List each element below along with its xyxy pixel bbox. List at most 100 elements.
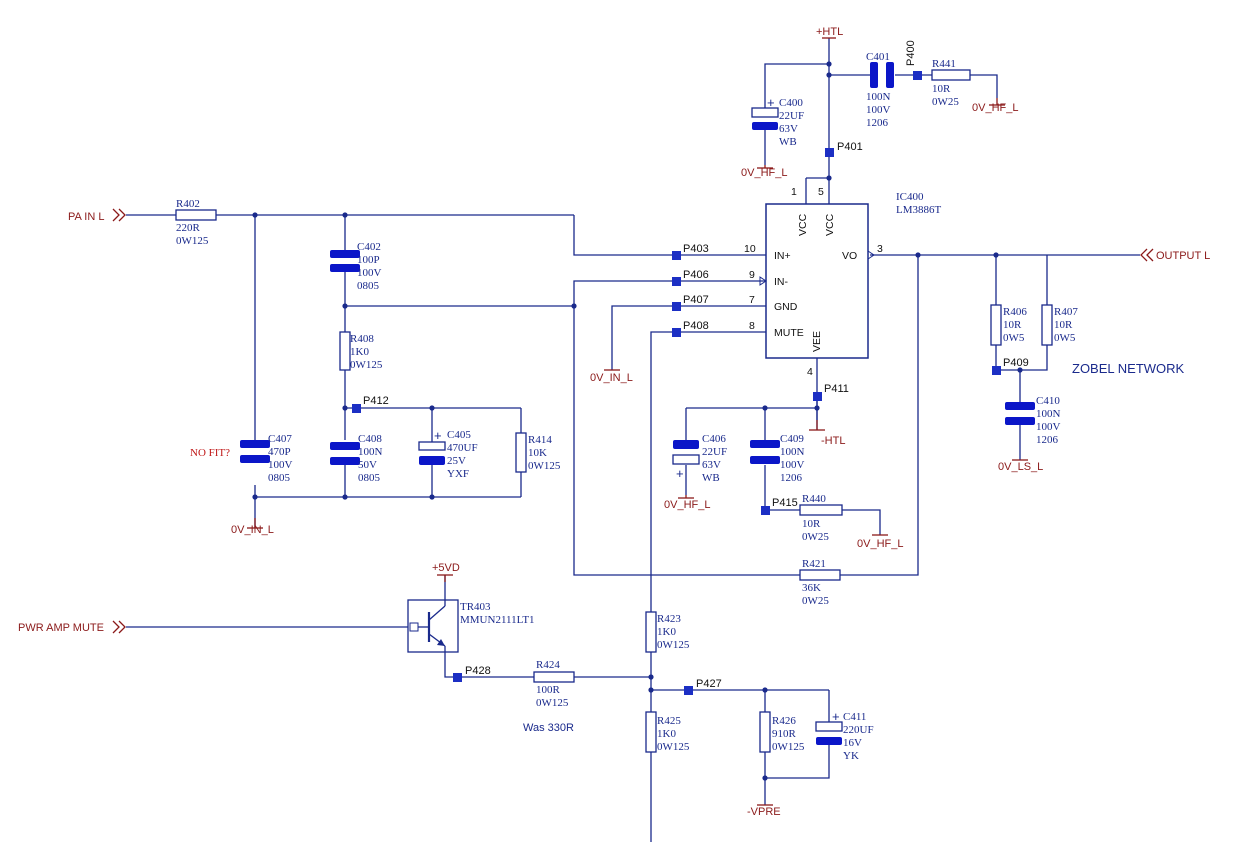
pin-number-1: 1 bbox=[791, 186, 797, 198]
r406-value: 10R bbox=[1003, 319, 1022, 331]
r426-value: 910R bbox=[772, 728, 797, 740]
pad-p415[interactable]: P415 bbox=[761, 497, 798, 515]
p411-label: P411 bbox=[824, 383, 849, 395]
resistor-r426[interactable]: R426 910R 0W125 bbox=[759, 711, 805, 753]
resistor-r406[interactable]: R406 10R 0W5 bbox=[990, 304, 1027, 346]
capacitor-c401[interactable]: C401 100N 100V 1206 bbox=[866, 51, 894, 129]
pad-p409[interactable]: P409 bbox=[992, 357, 1029, 375]
ic400-part: LM3886T bbox=[896, 204, 942, 216]
pad-p400[interactable]: P400 bbox=[905, 40, 922, 80]
transistor-tr403[interactable]: TR403 MMUN2111LT1 bbox=[407, 599, 535, 653]
resistor-r424[interactable]: R424 100R 0W125 bbox=[533, 659, 575, 709]
pin-number-9: 9 bbox=[749, 269, 755, 281]
r440-ref: R440 bbox=[802, 493, 826, 505]
power-htl-neg: -HTL bbox=[809, 420, 845, 447]
pin-number-8: 8 bbox=[749, 320, 755, 332]
c400-series: WB bbox=[779, 136, 797, 148]
c407-voltage: 100V bbox=[268, 459, 293, 471]
capacitor-c406[interactable]: + C406 22UF 63V WB bbox=[672, 433, 727, 484]
r407-value: 10R bbox=[1054, 319, 1073, 331]
r402-power: 0W125 bbox=[176, 235, 209, 247]
port-pwr-amp-mute[interactable]: PWR AMP MUTE bbox=[18, 620, 126, 634]
resistor-r408[interactable]: R408 1K0 0W125 bbox=[339, 331, 383, 371]
c400-ref: C400 bbox=[779, 97, 803, 109]
power-vpre: -VPRE bbox=[747, 804, 781, 818]
in-c407-label: 0V_IN_L bbox=[231, 524, 274, 536]
resistor-r441[interactable]: R441 10R 0W25 bbox=[931, 58, 971, 108]
r440-value: 10R bbox=[802, 518, 821, 530]
c407-ref: C407 bbox=[268, 433, 292, 445]
c401-package: 1206 bbox=[866, 117, 889, 129]
hf-c400-label: 0V_HF_L bbox=[741, 167, 787, 179]
vpre-label: -VPRE bbox=[747, 806, 781, 818]
capacitor-c408[interactable]: C408 100N 50V 0805 bbox=[330, 433, 383, 484]
hf-top-label: 0V_HF_L bbox=[972, 102, 1018, 114]
r408-power: 0W125 bbox=[350, 359, 383, 371]
r414-ref: R414 bbox=[528, 434, 552, 446]
resistor-r440[interactable]: R440 10R 0W25 bbox=[799, 493, 843, 543]
gnd-hf-c406: 0V_HF_L bbox=[664, 495, 710, 511]
gnd-in: 0V_IN_L bbox=[590, 369, 633, 384]
pad-p412[interactable]: P412 bbox=[352, 395, 389, 413]
htl-pos-label: +HTL bbox=[816, 26, 843, 38]
resistor-r414[interactable]: R414 10K 0W125 bbox=[515, 432, 561, 473]
resistor-r425[interactable]: R425 1K0 0W125 bbox=[645, 711, 690, 753]
hf-r440-label: 0V_HF_L bbox=[857, 538, 903, 550]
capacitor-c407[interactable]: C407 470P 100V 0805 bbox=[240, 433, 293, 484]
pin-number-5: 5 bbox=[818, 186, 824, 198]
capacitor-c405[interactable]: + C405 470UF 25V YXF bbox=[418, 428, 478, 480]
c406-plus-icon: + bbox=[676, 466, 684, 481]
c409-value: 100N bbox=[780, 446, 805, 458]
r441-value: 10R bbox=[932, 83, 951, 95]
capacitor-c402[interactable]: C402 100P 100V 0805 bbox=[330, 241, 382, 292]
resistor-r423[interactable]: R423 1K0 0W125 bbox=[645, 611, 690, 653]
ic400[interactable]: IC400 LM3886T VCC VCC IN+ IN- GND MUTE V… bbox=[744, 186, 942, 378]
pad-p408[interactable]: P408 bbox=[672, 320, 709, 337]
c402-ref: C402 bbox=[357, 241, 381, 253]
pad-p407[interactable]: P407 bbox=[672, 294, 709, 311]
hf-c406-label: 0V_HF_L bbox=[664, 499, 710, 511]
ls-label: 0V_LS_L bbox=[998, 461, 1043, 473]
pad-p406[interactable]: P406 bbox=[672, 269, 709, 286]
pin-label-mute: MUTE bbox=[774, 327, 804, 339]
pad-p411[interactable]: P411 bbox=[813, 383, 849, 401]
p412-label: P412 bbox=[363, 395, 389, 407]
pin-label-vcc1: VCC bbox=[797, 213, 809, 236]
junctions bbox=[252, 61, 1023, 781]
pad-p427[interactable]: P427 bbox=[684, 678, 722, 695]
p406-label: P406 bbox=[683, 269, 709, 281]
was-note: Was 330R bbox=[523, 722, 574, 734]
p415-label: P415 bbox=[772, 497, 798, 509]
c401-ref: C401 bbox=[866, 51, 890, 63]
c406-series: WB bbox=[702, 472, 720, 484]
port-pa-in[interactable]: PA IN L bbox=[68, 208, 126, 223]
c402-value: 100P bbox=[357, 254, 380, 266]
port-output[interactable]: OUTPUT L bbox=[1140, 248, 1210, 262]
r424-value: 100R bbox=[536, 684, 561, 696]
no-fit-note: NO FIT? bbox=[190, 447, 230, 459]
c405-plus-icon: + bbox=[434, 428, 442, 443]
resistor-r402[interactable]: R402 220R 0W125 bbox=[175, 198, 217, 247]
gnd-hf-top: 0V_HF_L bbox=[972, 98, 1018, 114]
pad-p428[interactable]: P428 bbox=[453, 665, 491, 682]
c409-package: 1206 bbox=[780, 472, 803, 484]
vd5-label: +5VD bbox=[432, 562, 460, 574]
pad-p401[interactable]: P401 bbox=[825, 141, 863, 157]
capacitor-c409[interactable]: C409 100N 100V 1206 bbox=[750, 433, 805, 484]
pin-label-vee: VEE bbox=[811, 331, 823, 352]
ic400-ref: IC400 bbox=[896, 191, 924, 203]
output-label: OUTPUT L bbox=[1156, 250, 1210, 262]
resistor-r407[interactable]: R407 10R 0W5 bbox=[1041, 304, 1078, 346]
gnd-ls: 0V_LS_L bbox=[998, 459, 1043, 473]
resistor-r421[interactable]: R421 36K 0W25 bbox=[799, 558, 841, 607]
c401-value: 100N bbox=[866, 91, 891, 103]
capacitor-c411[interactable]: + C411 220UF 16V YK bbox=[815, 709, 874, 762]
c411-voltage: 16V bbox=[843, 737, 862, 749]
r426-power: 0W125 bbox=[772, 741, 805, 753]
c410-voltage: 100V bbox=[1036, 421, 1061, 433]
r402-ref: R402 bbox=[176, 198, 200, 210]
capacitor-c400[interactable]: + C400 22UF 63V WB bbox=[751, 95, 804, 148]
c405-series: YXF bbox=[447, 468, 469, 480]
capacitor-c410[interactable]: C410 100N 100V 1206 bbox=[1005, 395, 1061, 446]
pad-p403[interactable]: P403 bbox=[672, 243, 709, 260]
